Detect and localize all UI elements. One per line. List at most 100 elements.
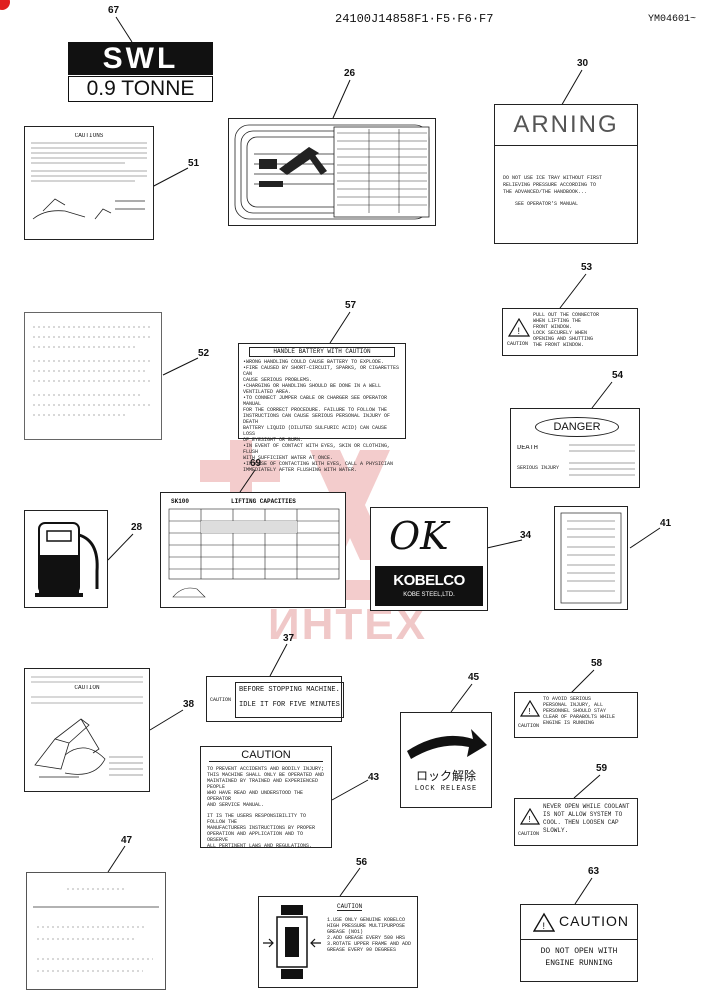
warning-line-3: THE ADVANCED/THE HANDBOOK... (503, 189, 588, 195)
label-69-lifting-capacities: SK100 LIFTING CAPACITIES (160, 492, 346, 608)
cautions-text-lines (31, 142, 147, 220)
label-63-caution-engine: ! CAUTION DO NOT OPEN WITH ENGINE RUNNIN… (520, 904, 638, 982)
l43-p2-line-2: MANUFACTURERS INSTRUCTIONS BY PROPER (207, 825, 316, 831)
battery-line-8: INSTRUCTIONS CAN CAUSE SERIOUS PERSONAL … (243, 413, 391, 425)
svg-text:!: ! (543, 921, 546, 931)
l56-line-3: GREASE (NO1) (327, 929, 364, 935)
danger-injury: SERIOUS INJURY (517, 465, 560, 471)
label-38-caution-diagram: CAUTION (24, 668, 150, 792)
label-28-fuel (24, 510, 108, 608)
battery-line-13: •IN CASE OF CONTACTING WITH EYES, CALL A… (243, 461, 394, 467)
warning-triangle-icon: ! (520, 699, 540, 717)
warning-triangle-icon: ! (520, 807, 540, 825)
swl-text: SWL (68, 42, 213, 75)
excavator-zone-diagram-icon (31, 676, 143, 778)
label-53-caution-window: ! CAUTION PULL OUT THE CONNECTOR WHEN LI… (502, 308, 638, 356)
caution-word: CAUTION (518, 831, 540, 837)
l58-line-4: CLEAR OF PARABOLTS WHILE (543, 714, 616, 720)
warning-title: ARNING (495, 105, 637, 146)
l56-line-2: HIGH PRESSURE MULTIPURPOSE (327, 923, 406, 929)
l43-p2-line-1: IT IS THE USERS RESPONSIBILITY TO FOLLOW… (207, 813, 307, 825)
label-51-cautions: CAUTIONS (24, 126, 154, 240)
label-45-lock-release: ロック解除 LOCK RELEASE (400, 712, 492, 808)
label-58-caution-parabolts: ! CAUTION TO AVOID SERIOUS PERSONAL INJU… (514, 692, 638, 738)
battery-title: HANDLE BATTERY WITH CAUTION (249, 347, 395, 357)
label-57-battery-caution: HANDLE BATTERY WITH CAUTION •WRONG HANDL… (238, 343, 406, 473)
label-47-faded (26, 872, 166, 990)
label-34-kobelco: OK KOBELCO KOBE STEEL,LTD. (370, 507, 488, 611)
l63-title: CAUTION (559, 913, 629, 929)
label-59-caution-coolant: ! CAUTION NEVER OPEN WHILE COOLANT IS NO… (514, 798, 638, 846)
lifting-title: LIFTING CAPACITIES (231, 498, 296, 505)
idle-line-1: BEFORE STOPPING MACHINE. (239, 686, 340, 694)
l63-header: ! CAUTION (521, 905, 637, 940)
danger-title: DANGER (535, 417, 619, 437)
l59-line-1: NEVER OPEN WHILE COOLANT (543, 803, 630, 810)
label-41 (554, 506, 628, 610)
warning-line-1: DO NOT USE ICE TRAY WITHOUT FIRST (503, 175, 603, 181)
fuel-pump-icon (35, 522, 99, 597)
callout-38: 38 (183, 699, 195, 710)
kobelco-badge: KOBELCO KOBE STEEL,LTD. (375, 566, 483, 606)
svg-text:!: ! (529, 707, 531, 716)
faded-text-lines (33, 888, 159, 972)
battery-line-6: •TO CONNECT JUMPER CABLE OR CHARGER SEE … (243, 395, 388, 407)
callout-28: 28 (131, 522, 143, 533)
battery-line-2: •FIRE CAUSED BY SHORT-CIRCUIT, SPARKS, O… (243, 365, 400, 377)
callout-47: 47 (121, 835, 133, 846)
l43-p2-line-4: ALL PERTINENT LAWS AND REGULATIONS. (207, 843, 313, 849)
battery-line-10: OF EYESIGHT OR BURN. (243, 437, 304, 443)
callout-57: 57 (345, 300, 357, 311)
battery-line-5: VENTILATED AREA. (243, 389, 292, 395)
battery-line-4: •CHARGING OR HANDLING SHOULD BE DONE IN … (243, 383, 382, 389)
l43-title: CAUTION (209, 749, 323, 762)
battery-line-11: •IN EVENT OF CONTACT WITH EYES, SKIN OR … (243, 443, 391, 455)
label-56-caution-grease: CAUTION 1.USE ONLY GENUINE KOBELCO HIGH … (258, 896, 418, 988)
label-26-operating-pattern (228, 118, 436, 226)
battery-line-1: •WRONG HANDLING COULD CAUSE BATTERY TO E… (243, 359, 385, 365)
label-swl: SWL 0.9 TONNE (68, 42, 213, 102)
l59-line-4: SLOWLY. (543, 827, 569, 834)
idle-text-box: BEFORE STOPPING MACHINE. IDLE IT FOR FIV… (235, 682, 344, 718)
l63-line-2: ENGINE RUNNING (545, 959, 613, 968)
l59-line-3: COOL. THEN LOOSEN CAP (543, 819, 619, 826)
lifting-table-diagram (168, 508, 340, 598)
l58-line-5: ENGINE IS RUNNING (543, 720, 595, 726)
l53-line-4: LOCK SECURELY WHEN (533, 330, 588, 336)
l43-p2-line-3: OPERATION AND APPLICATION AND TO OBSERVE (207, 831, 304, 843)
lock-release-en: LOCK RELEASE (414, 785, 478, 793)
callout-58: 58 (591, 658, 603, 669)
l56-line-6: GREASE EVERY 90 DEGREES (327, 947, 397, 953)
serial-range: YM04601~ (648, 14, 697, 25)
label-43-caution-accidents: CAUTION TO PREVENT ACCIDENTS AND BODILY … (200, 746, 332, 849)
cautions-title: CAUTIONS (74, 133, 104, 139)
l56-title: CAUTION (337, 903, 363, 911)
l43-p1-line-2: THIS MACHINE SHALL ONLY BE OPERATED AND (207, 772, 325, 778)
callout-26: 26 (344, 68, 356, 79)
danger-text-lines (569, 444, 635, 476)
lock-release-jp: ロック解除 (415, 769, 476, 783)
svg-text:!: ! (529, 815, 531, 824)
l53-line-2: WHEN LIFTING THE (533, 318, 582, 324)
l58-line-1: TO AVOID SERIOUS (543, 696, 592, 702)
l43-p1-line-4: WHO HAVE READ AND UNDERSTOOD THE OPERATO… (207, 790, 304, 802)
ok-script: OK (389, 514, 449, 558)
caution-word: CAUTION (507, 341, 529, 347)
brand-sub: KOBE STEEL,LTD. (403, 592, 455, 598)
warning-line-2: RELIEVING PRESSURE ACCORDING TO (503, 182, 597, 188)
caution-word: CAUTION (210, 697, 232, 703)
l58-line-2: PERSONAL INJURY, ALL (543, 702, 604, 708)
callout-30: 30 (577, 58, 589, 69)
callout-67: 67 (108, 5, 120, 16)
brand-name: KOBELCO (393, 572, 465, 589)
callout-69: 69 (250, 458, 262, 469)
l56-line-4: 2.ADD GREASE EVERY 500 HRS (327, 935, 406, 941)
callout-37: 37 (283, 633, 295, 644)
l59-line-2: IS NOT ALLOW SYSTEM TO (543, 811, 623, 818)
label-30-warning: ARNING DO NOT USE ICE TRAY WITHOUT FIRST… (494, 104, 638, 244)
lifting-model: SK100 (171, 498, 190, 505)
label-52-faded (24, 312, 162, 440)
l43-p1-line-3: MAINTAINED BY TRAINED AND EXPERIENCED PE… (207, 778, 319, 790)
callout-41: 41 (660, 518, 672, 529)
l53-line-1: PULL OUT THE CONNECTOR (533, 312, 600, 318)
